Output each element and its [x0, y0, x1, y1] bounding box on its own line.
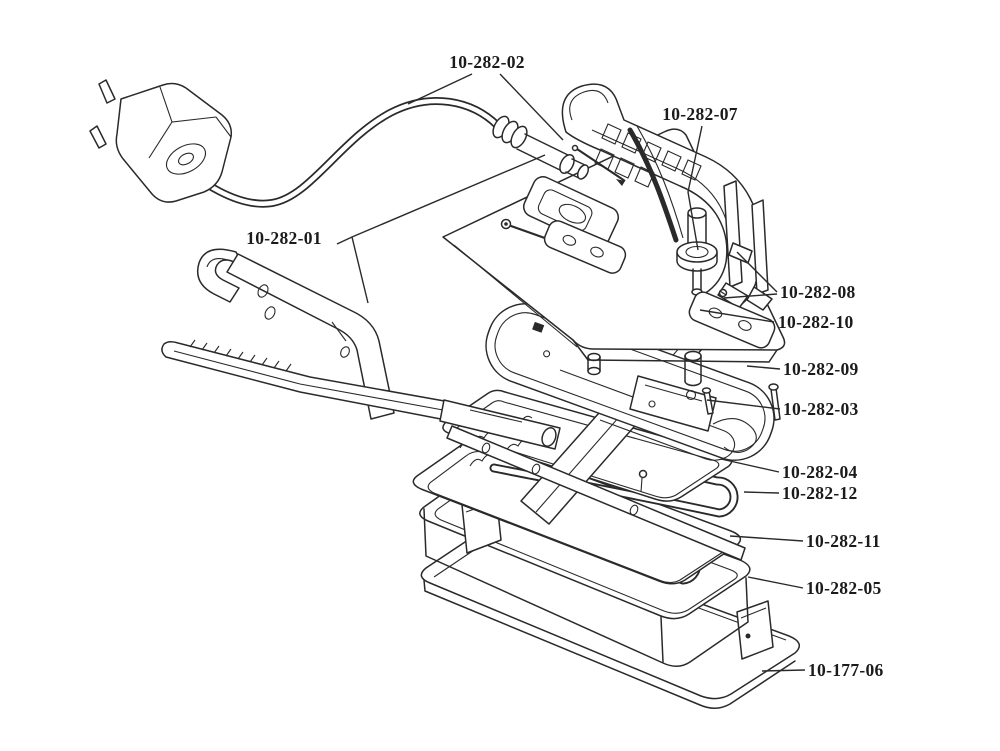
part-label-10-282-12: 10-282-12: [782, 483, 858, 503]
leader-line: [721, 459, 779, 472]
part-cord-and-plug: [90, 80, 590, 204]
part-label-10-282-05: 10-282-05: [806, 578, 882, 598]
leader-line: [688, 126, 702, 250]
wire-bundle: [630, 130, 676, 240]
part-label-10-282-04: 10-282-04: [782, 462, 858, 482]
terminal-block-upper: [542, 218, 628, 276]
part-soleplate: [421, 529, 799, 709]
leader-line: [744, 492, 779, 493]
labels-layer: 10-282-02 10-282-07 10-282-01 10-282-08 10-2…: [246, 52, 883, 680]
leader-line: [700, 310, 774, 322]
leader-line: [737, 252, 777, 292]
part-label-10-282-11: 10-282-11: [806, 531, 881, 551]
part-handle-lever: [162, 249, 745, 560]
leader-line: [352, 237, 368, 303]
leader-line: [707, 400, 780, 409]
leader-line: [408, 74, 472, 104]
strain-relief-sleeve: [490, 114, 591, 181]
part-label-10-282-02: 10-282-02: [449, 52, 525, 72]
part-mounting-plate: [475, 293, 784, 492]
part-label-10-282-03: 10-282-03: [783, 399, 859, 419]
terminal-block-lower: [687, 289, 778, 350]
leader-line: [748, 577, 803, 588]
part-label-10-282-09: 10-282-09: [783, 359, 859, 379]
part-label-10-282-07: 10-282-07: [662, 104, 738, 124]
part-label-10-177-06: 10-177-06: [808, 660, 884, 680]
leader-line: [747, 366, 780, 369]
part-label-10-282-10: 10-282-10: [778, 312, 854, 332]
part-label-10-282-01: 10-282-01: [246, 228, 322, 248]
leader-line: [724, 294, 777, 298]
plug: [90, 80, 231, 202]
part-upper-housing: [520, 84, 777, 350]
leader-line: [500, 74, 563, 140]
leader-line: [730, 536, 803, 541]
vent-slots: [595, 124, 701, 187]
part-label-10-282-08: 10-282-08: [780, 282, 856, 302]
leader-line: [762, 670, 805, 671]
